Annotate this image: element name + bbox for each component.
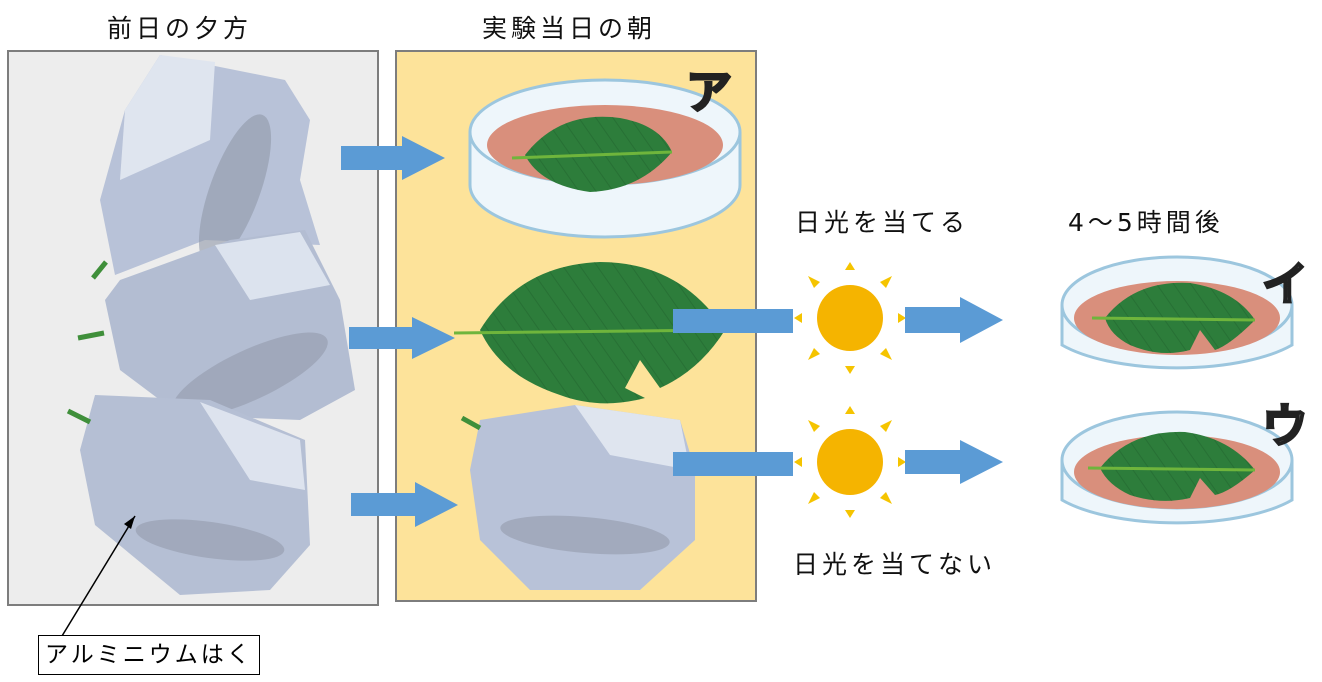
previous-evening-label: 前日の夕方	[107, 14, 253, 43]
sunlight-off-label: 日光を当てない	[793, 550, 997, 579]
leaf-icon	[453, 262, 726, 404]
sunlight-on-label: 日光を当てる	[795, 208, 970, 237]
aluminum-foil-callout: アルミニウムはく	[38, 635, 260, 675]
marker-i: イ	[1261, 256, 1310, 313]
callout-pointer	[61, 515, 136, 637]
petri-dish-icon	[1060, 255, 1294, 370]
leaf-stem	[77, 330, 105, 341]
foil-icon	[100, 55, 320, 275]
leaf-stem	[460, 415, 482, 431]
marker-a: ア	[685, 64, 734, 121]
arrow-icon	[349, 317, 455, 359]
arrow-icon	[905, 440, 1003, 484]
foil-icon	[470, 405, 695, 590]
foil-icon	[80, 395, 310, 595]
arrow-icon	[341, 136, 445, 180]
marker-u: ウ	[1261, 398, 1310, 455]
callout-arrowhead	[124, 516, 135, 529]
leaf-stem	[66, 408, 92, 425]
after-hours-label: 4～5時間後	[1068, 208, 1224, 237]
leaf-stem	[91, 260, 108, 280]
petri-dish-icon	[1060, 410, 1294, 525]
arrow-shaft	[673, 309, 793, 333]
arrow-shaft	[673, 452, 793, 476]
sun-icon	[794, 406, 906, 518]
experiment-morning-label: 実験当日の朝	[482, 14, 657, 43]
arrow-icon	[351, 482, 458, 527]
sun-icon	[794, 262, 906, 374]
arrow-icon	[905, 297, 1003, 343]
foil-icon	[105, 230, 355, 420]
petri-dish-icon	[468, 78, 742, 239]
